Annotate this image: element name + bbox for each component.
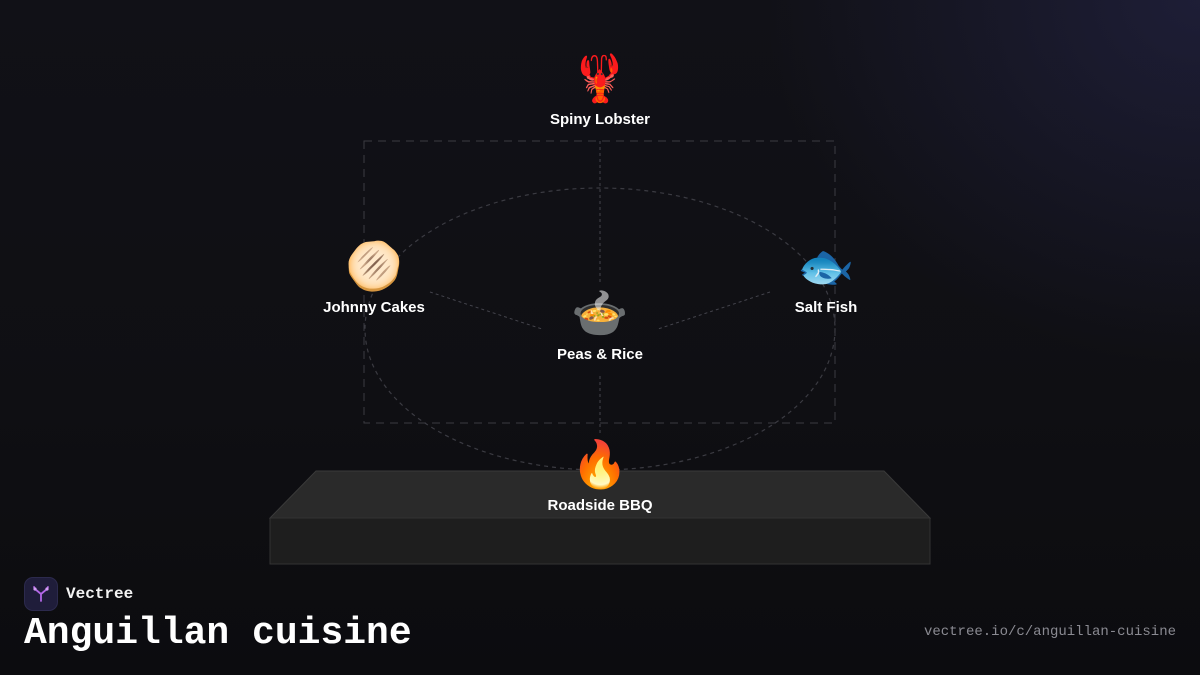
pot-of-food-icon: 🍲 bbox=[571, 286, 629, 340]
node-salt-fish: 🐟 Salt Fish bbox=[726, 237, 926, 316]
flatbread-icon: 🫓 bbox=[345, 239, 403, 293]
node-spiny-lobster: 🦞 Spiny Lobster bbox=[500, 49, 700, 128]
node-label: Johnny Cakes bbox=[323, 299, 425, 316]
node-label: Spiny Lobster bbox=[549, 111, 650, 128]
fish-icon: 🐟 bbox=[797, 239, 855, 293]
node-label: Salt Fish bbox=[794, 299, 858, 316]
fire-icon: 🔥 bbox=[571, 437, 629, 491]
node-label: Peas & Rice bbox=[557, 346, 643, 363]
brand[interactable]: Vectree bbox=[24, 577, 133, 611]
node-label: Roadside BBQ bbox=[547, 497, 653, 514]
brand-name: Vectree bbox=[66, 585, 134, 603]
page-url[interactable]: vectree.io/c/anguillan-cuisine bbox=[923, 624, 1176, 640]
dashed-frame bbox=[363, 140, 836, 424]
connector-left bbox=[429, 291, 543, 330]
lobster-icon: 🦞 bbox=[571, 51, 629, 105]
dashed-orbit bbox=[364, 187, 836, 471]
node-peas-and-rice: 🍲 Peas & Rice bbox=[500, 284, 700, 363]
page-title: Anguillan cuisine bbox=[24, 612, 412, 655]
connector-right bbox=[657, 291, 771, 330]
node-roadside-bbq: 🔥 Roadside BBQ bbox=[500, 435, 700, 514]
platform-front bbox=[269, 517, 931, 565]
node-johnny-cakes: 🫓 Johnny Cakes bbox=[274, 237, 474, 316]
vectree-tree-icon bbox=[24, 577, 58, 611]
